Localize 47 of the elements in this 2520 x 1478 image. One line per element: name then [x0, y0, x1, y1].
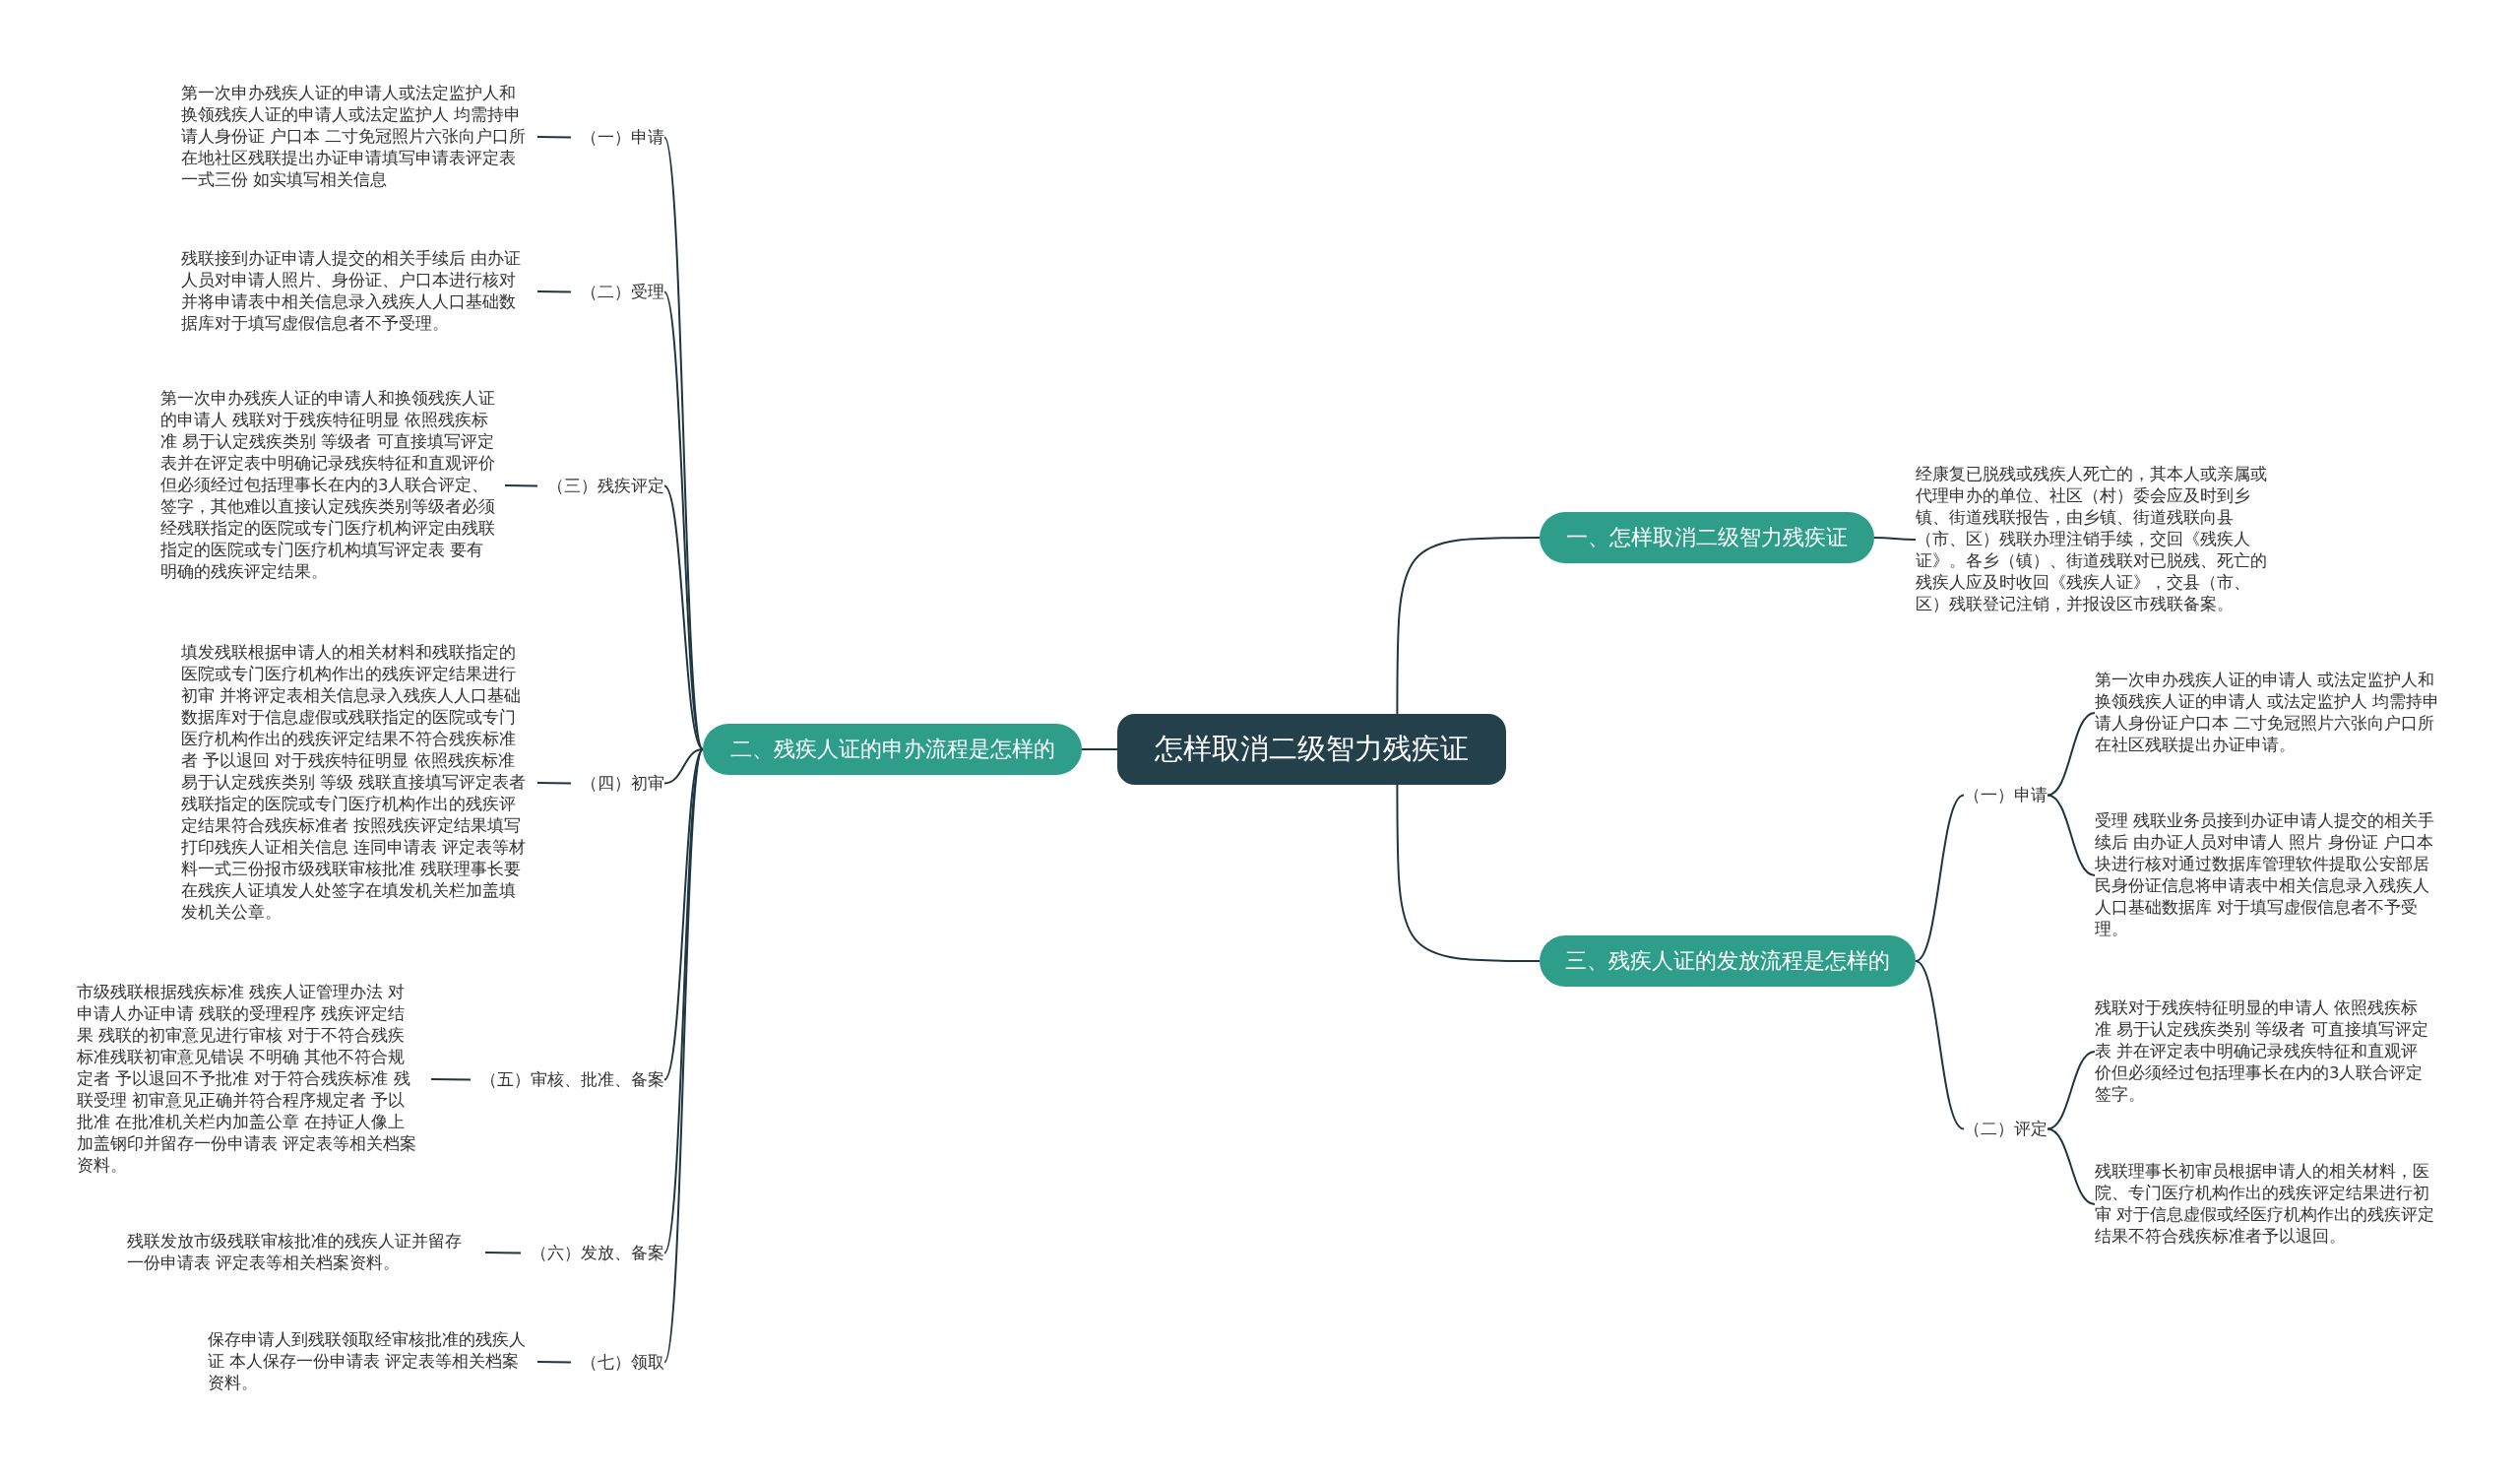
note-text: 残联对于残疾特征明显的申请人 依照残疾标准 易于认定残疾类别 等级者 可直接填写评定表 并在评定表中明确记录残疾特征和直观评价但必须经过包括理事长在内的3人联合评定签字。 — [2095, 997, 2429, 1106]
note-text: 保存申请人到残联领取经审核批准的残疾人证 本人保存一份申请表 评定表等相关档案资料。 — [208, 1329, 528, 1394]
topic-box: 三、残疾人证的发放流程是怎样的 — [1540, 935, 1916, 987]
topic-box: 一、怎样取消二级智力残疾证 — [1540, 512, 1874, 563]
subtopic-label: （二）受理 — [581, 279, 664, 305]
connector-line — [504, 484, 538, 487]
central-topic-box: 怎样取消二级智力残疾证 — [1117, 714, 1506, 785]
connector-line — [536, 136, 572, 139]
connector-line — [1873, 537, 1917, 541]
connector-line — [484, 1252, 522, 1254]
connector-line — [536, 290, 572, 293]
subtopic-label: （三）残疾评定 — [547, 473, 664, 499]
note-text: 第一次申办残疾人证的申请人和换领残疾人证的申请人 残联对于残疾特征明显 依照残疾标准 易于认定残疾类别 等级者 可直接填写评定表并在评定表中明确记录残疾特征和直观评价但必须经过包括理事长在内的3人联合评定、签字，其他难以直接认定残疾类别等级者必须经残联指定的医院或专门医疗机构评定由残联指定的医院或专门医疗机构填写评定表 要有明确的残疾评定结果。 — [160, 388, 495, 583]
connector-line — [1915, 794, 1965, 962]
connector-line — [663, 748, 704, 1364]
note-text: 残联接到办证申请人提交的相关手续后 由办证人员对申请人照片、身份证、户口本进行核对并将申请表中相关信息录入残疾人人口基础数据库对于填写虚假信息者不予受理。 — [181, 248, 528, 335]
connector-line — [2047, 794, 2096, 876]
connector-line — [2047, 712, 2096, 797]
topic-box: 二、残疾人证的申办流程是怎样的 — [703, 724, 1082, 775]
subtopic-label: （二）评定 — [1964, 1116, 2048, 1142]
connector-line — [2047, 1127, 2096, 1205]
connector-line — [2047, 1051, 2096, 1130]
connector-line — [663, 748, 704, 785]
connector-line — [1396, 537, 1541, 715]
connector-line — [536, 1361, 572, 1364]
subtopic-label: （六）发放、备案 — [531, 1240, 664, 1266]
note-text: 残联发放市级残联审核批准的残疾人证并留存一份申请表 评定表等相关档案资料。 — [127, 1231, 475, 1274]
note-text: 第一次申办残疾人证的申请人或法定监护人和换领残疾人证的申请人或法定监护人 均需持申请人身份证 户口本 二寸免冠照片六张向户口所在地社区残联提出办证申请填写申请表评定表一式三份 如实填写相关信息 — [181, 83, 528, 191]
connector-line — [536, 782, 572, 785]
connector-line — [663, 748, 704, 1254]
connector-line — [1081, 748, 1118, 750]
connector-line — [1915, 960, 1965, 1130]
subtopic-label: （一）申请 — [1964, 782, 2048, 808]
connector-line — [430, 1078, 472, 1081]
note-text: 受理 残联业务员接到办证申请人提交的相关手续后 由办证人员对申请人 照片 身份证 户口本块进行核对通过数据库管理软件提取公安部居民身份证信息将申请表中相关信息录入残疾人人口基础数据库 对于填写虚假信息者不予受理。 — [2095, 810, 2441, 940]
note-text: 第一次申办残疾人证的申请人 或法定监护人和换领残疾人证的申请人 或法定监护人 均需持申请人身份证户口本 二寸免冠照片六张向户口所在社区残联提出办证申请。 — [2095, 670, 2441, 756]
connector-line — [663, 136, 704, 750]
subtopic-label: （一）申请 — [581, 124, 664, 151]
note-text: 填发残联根据申请人的相关材料和残联指定的医院或专门医疗机构作出的残疾评定结果进行初审 并将评定表相关信息录入残疾人人口基础数据库对于信息虚假或残联指定的医院或专门医疗机构作出的残疾评定结果不符合残疾标准者 予以退回 对于残疾特征明显 依照残疾标准易于认定残疾类别 等级 残联直接填写评定表者残联指定的医院或专门医疗机构作出的残疾评定结果符合残疾标准者 按照残疾评定结果填写打印残疾人证相关信息 连同申请表 评定表等材料一式三份报市级残联审核批准 残联理事长要在残疾人证填发人处签字在填发机关栏加盖填发机关公章。 — [181, 642, 528, 924]
subtopic-label: （五）审核、批准、备案 — [480, 1066, 664, 1093]
subtopic-label: （七）领取 — [581, 1349, 664, 1376]
connector-line — [663, 484, 704, 750]
note-text: 经康复已脱残或残疾人死亡的，其本人或亲属或代理申办的单位、社区（村）委会应及时到乡镇、街道残联报告，由乡镇、街道残联向县（市、区）残联办理注销手续，交回《残疾人证》。各乡（镇）、街道残联对已脱残、死亡的残疾人应及时收回《残疾人证》，交县（市、区）残联登记注销，并报设区市残联备案。 — [1916, 464, 2270, 615]
note-text: 市级残联根据残疾标准 残疾人证管理办法 对申请人办证申请 残联的受理程序 残疾评定结果 残联的初审意见进行审核 对于不符合残疾标准残联初审意见错误 不明确 其他不符合规定者 予以退回不予批准 对于符合残疾标准 残联受理 初审意见正确并符合程序规定者 予以批准 在批准机关栏内加盖公章 在持证人像上加盖钢印并留存一份申请表 评定表等相关档案资料。 — [77, 982, 421, 1177]
connector-line — [1396, 784, 1541, 962]
subtopic-label: （四）初审 — [581, 770, 664, 797]
note-text: 残联理事长初审员根据申请人的相关材料，医院、专门医疗机构作出的残疾评定结果进行初审 对于信息虚假或经医疗机构作出的残疾评定结果不符合残疾标准者予以退回。 — [2095, 1161, 2441, 1248]
